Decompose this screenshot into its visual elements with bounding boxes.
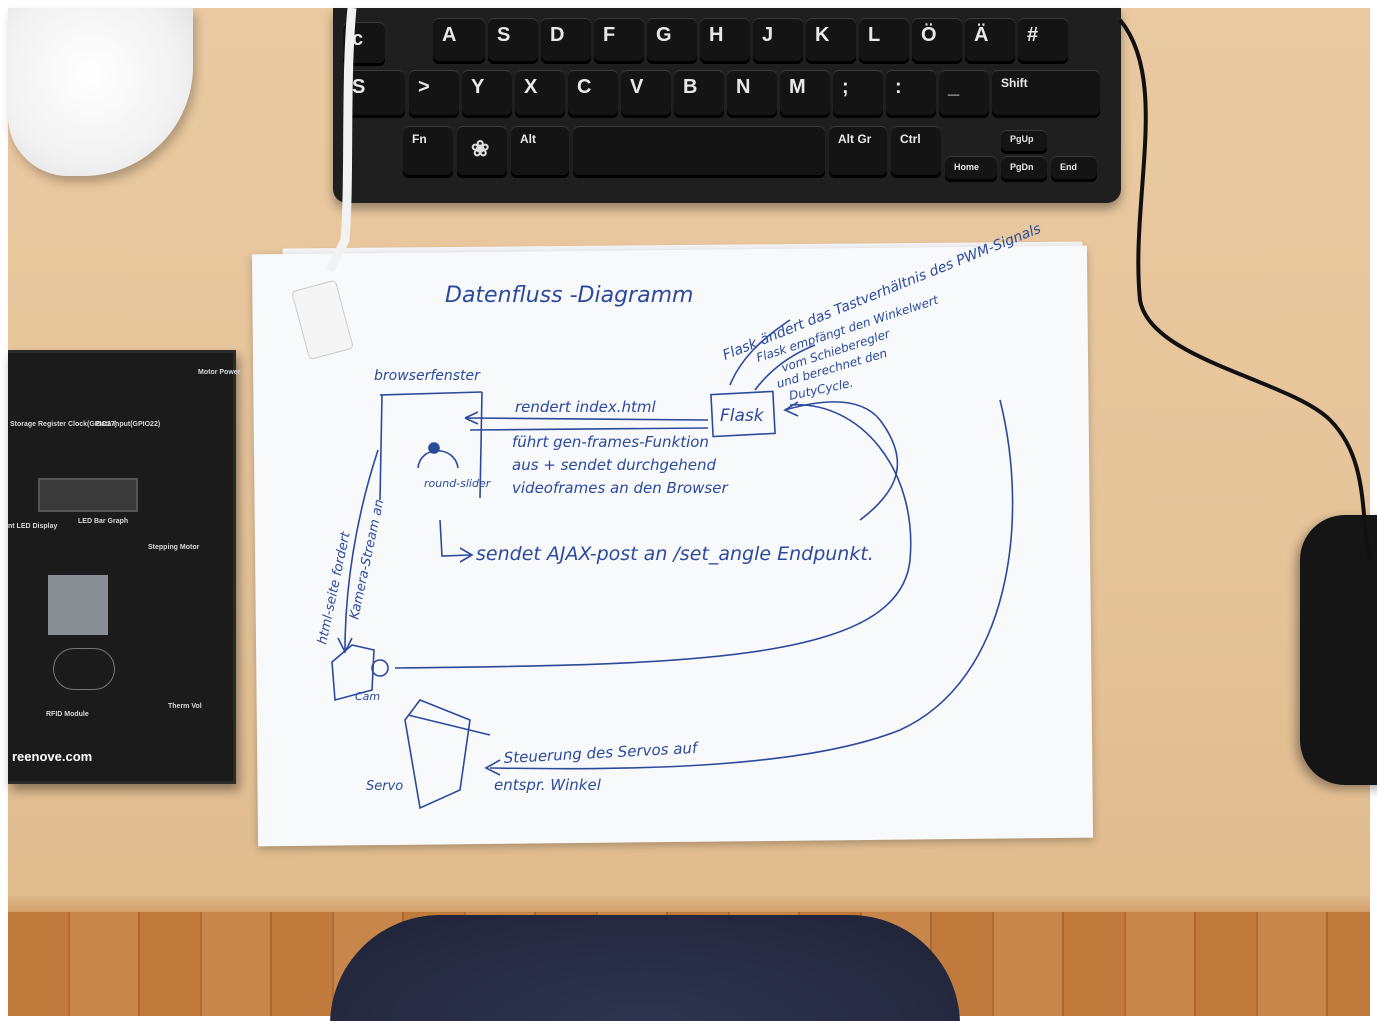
slider-label: round-slider [424,477,492,490]
key: Alt [511,126,569,178]
diagram-title: Datenfluss -Diagramm [445,283,693,308]
servo-control-text: entspr. Winkel [494,776,602,794]
board-brand: reenove.com [12,749,93,764]
stream-text: Kamera-Stream an [347,498,387,621]
servo-control-text: Steuerung des Servos auf [503,739,700,767]
ajax-bracket [439,519,471,557]
stream-arrow [344,449,379,651]
pwm-curve [489,399,1014,770]
keyboard: c A S D F G H J K L Ö Ä # S > Y X C V B … [333,8,1121,203]
key: V [621,70,671,118]
key: Alt Gr [829,126,887,178]
key: D [541,18,591,64]
key: M [780,70,830,118]
round-slider-shape [417,449,459,469]
cam-lens [371,659,389,677]
servo-body [404,699,471,810]
ajax-curve [784,401,899,521]
key: J [753,18,803,64]
raspberry-key: ❀ [457,126,507,178]
person-legs [330,915,960,1021]
key: S [343,70,405,118]
cam-flask-curve [394,404,912,669]
key: Ctrl [891,126,941,178]
key: ; [833,70,883,118]
ajax-text: sendet AJAX-post an /set_angle Endpunkt. [476,543,874,565]
key: : [886,70,936,118]
key: C [568,70,618,118]
key: Home [945,156,997,182]
board-label: Therm Vol [168,703,202,710]
key: K [806,18,856,64]
key: X [515,70,565,118]
freenove-board: Storage Register Clock(GPIO27) Data Inpu… [8,350,240,784]
servo-label: Servo [366,779,403,794]
board-label: Motor Power [198,369,241,376]
render-text: rendert index.html [515,398,657,416]
render-arrow [464,417,709,421]
flask-annotation-line [729,319,791,386]
gen-frames-text: videoframes an den Browser [512,479,728,497]
slider-knob [428,442,440,454]
flask-label: Flask [720,406,765,426]
white-cable [325,7,357,273]
board-label: Data Input(GPIO22) [96,421,161,428]
black-mouse [1300,515,1377,785]
browser-window-top [379,391,483,396]
key: Ö [912,18,962,64]
black-cable [1118,18,1372,561]
key: Y [462,70,512,118]
key: Shift [992,70,1100,118]
cam-label: Cam [355,690,380,703]
key: Ä [965,18,1015,64]
browser-window-right [479,391,483,499]
frames-arrow [469,427,709,431]
rj45-plug [292,280,353,360]
key: N [727,70,777,118]
gen-frames-text: aus + sendet durchgehend [512,456,717,474]
board-label: RFID Module [46,711,89,718]
browser-window-left [379,394,383,501]
key: G [647,18,697,64]
board-label: nt LED Display [8,523,58,530]
key: > [409,70,459,118]
key: End [1051,156,1097,182]
rfid-icon [53,648,115,690]
servo-horn [407,714,491,736]
chip [48,575,108,635]
key: B [674,70,724,118]
led-bar [38,478,138,512]
board-label: Stepping Motor [148,544,200,551]
gen-frames-text: führt gen-frames-Funktion [512,433,709,451]
key: PgUp [1001,130,1047,154]
key: L [859,18,909,64]
board-label: LED Bar Graph [78,518,129,525]
key: # [1018,18,1068,64]
key: A [433,18,485,64]
key: F [594,18,644,64]
key: _ [939,70,989,118]
space-key [573,126,825,178]
key: S [488,18,538,64]
board-label: Storage Register Clock(GPIO27) [10,421,117,428]
flask-box [710,390,776,438]
key: Fn [403,126,453,178]
key: H [700,18,750,64]
browser-label: browserfenster [374,368,481,384]
key: PgDn [1001,156,1047,182]
